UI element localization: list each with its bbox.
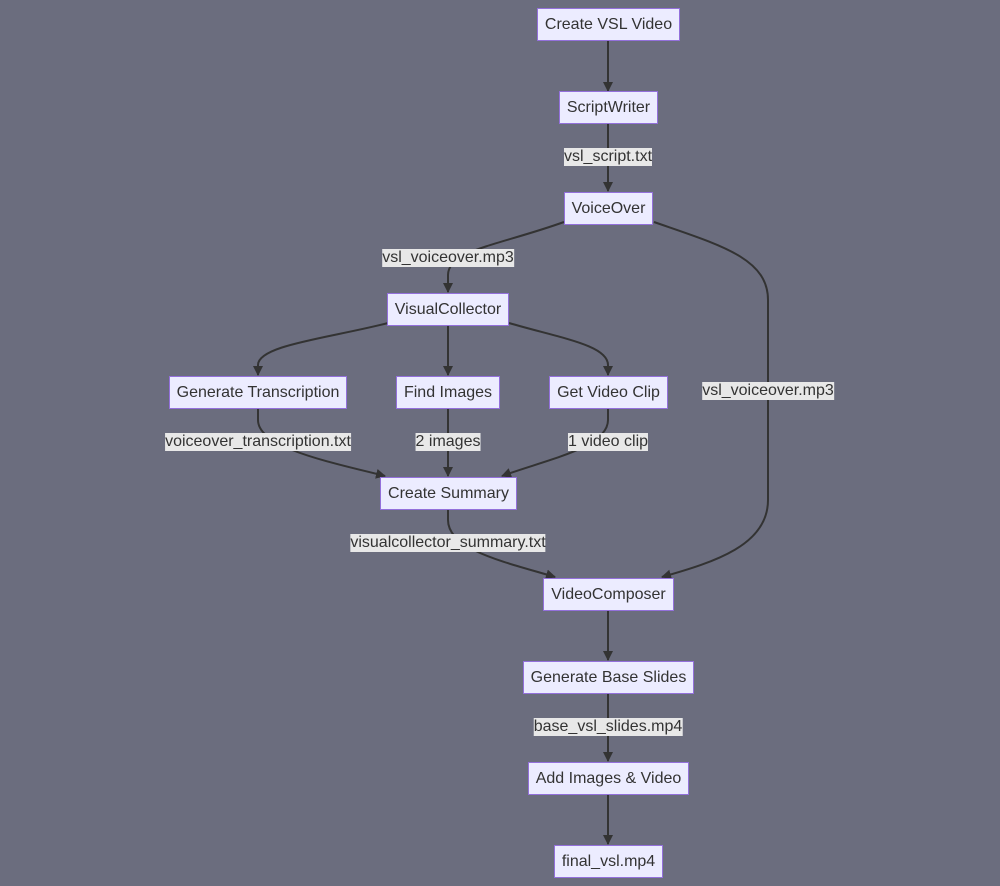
node-add-images-video: Add Images & Video [528,762,689,795]
edge-label-voiceover-to-composer: vsl_voiceover.mp3 [702,382,834,400]
node-find-images: Find Images [396,376,500,409]
edge-label-voiceover-to-collector: vsl_voiceover.mp3 [382,249,514,267]
node-visualcollector: VisualCollector [387,293,509,326]
edge-voiceover-to-videocomposer [653,221,769,580]
edge-transcription-to-summary [257,408,386,479]
node-final-vsl: final_vsl.mp4 [554,845,663,878]
edge-visualcollector-to-transcription [253,322,389,376]
edge-label-summary: visualcollector_summary.txt [350,534,546,552]
edge-visualcollector-to-videoclip [508,322,613,376]
node-get-video-clip: Get Video Clip [549,376,668,409]
edge-label-vsl-script: vsl_script.txt [563,148,653,166]
edge-label-base-slides: base_vsl_slides.mp4 [533,718,683,736]
node-generate-transcription: Generate Transcription [169,376,347,409]
edge-label-images: 2 images [415,433,481,451]
edge-label-video-clip: 1 video clip [567,433,649,451]
node-voiceover: VoiceOver [564,192,653,225]
node-scriptwriter: ScriptWriter [559,91,658,124]
node-create-summary: Create Summary [380,477,517,510]
node-generate-base-slides: Generate Base Slides [523,661,694,694]
node-videocomposer: VideoComposer [543,578,674,611]
node-create-vsl-video: Create VSL Video [537,8,680,41]
edge-label-transcription: voiceover_transcription.txt [165,433,351,451]
